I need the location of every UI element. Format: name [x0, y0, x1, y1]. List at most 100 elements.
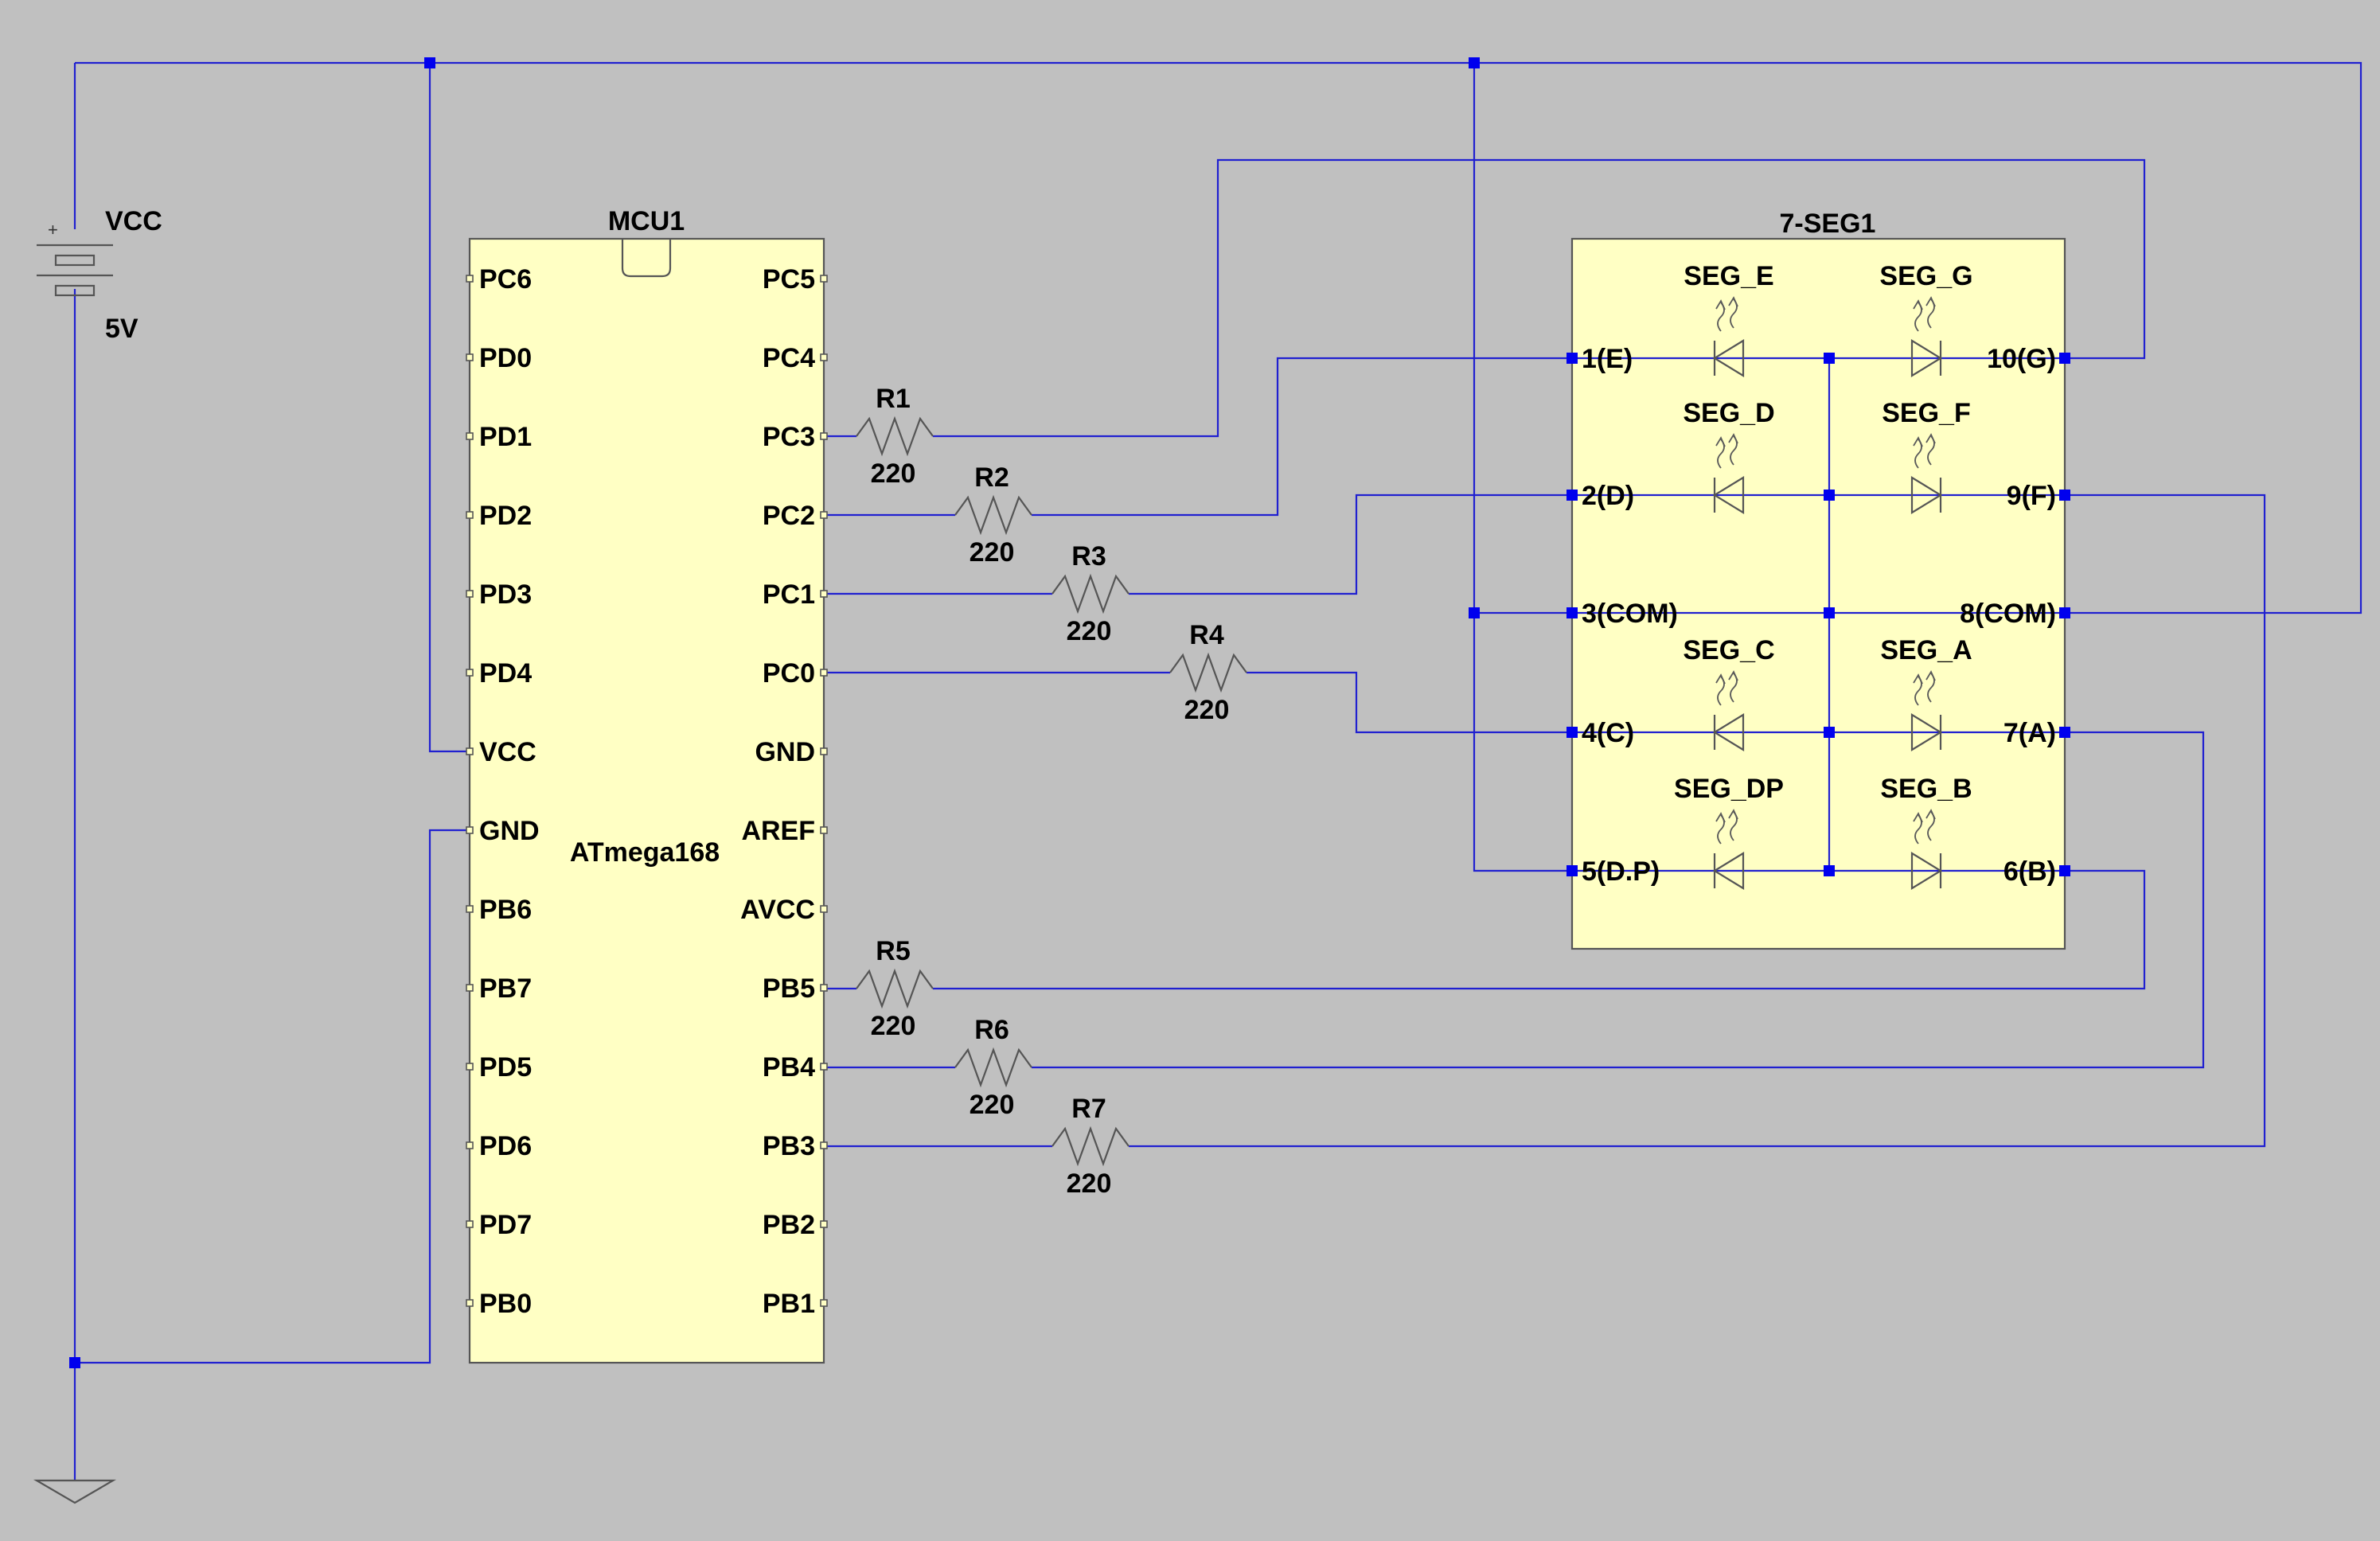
display-pin-label-6-b: 6(B) — [2003, 856, 2056, 887]
light-emission-icon — [1715, 670, 1738, 706]
led-icon[interactable] — [1910, 296, 1943, 377]
display-pin-label-8-com: 8(COM) — [1960, 599, 2056, 629]
led-icon[interactable] — [1910, 433, 1943, 514]
light-emission-icon — [1913, 296, 1936, 332]
resistor-name-label: R2 — [974, 462, 1009, 493]
mcu-pin-marker — [820, 590, 828, 598]
resistor-value-label: 220 — [970, 537, 1015, 568]
display-pin-marker — [1567, 727, 1578, 738]
segment-label-seg-e: SEG_E — [1684, 261, 1773, 291]
display-pin-marker — [2059, 865, 2070, 876]
mcu-pin-marker — [820, 511, 828, 519]
resistor-icon[interactable] — [954, 494, 1032, 536]
resistor-icon[interactable] — [1169, 652, 1247, 693]
display-pin-marker — [2059, 490, 2070, 501]
mcu-pin-marker — [820, 432, 828, 440]
display-pin-label-2-d: 2(D) — [1582, 481, 1634, 511]
segment-label-seg-g: SEG_G — [1879, 261, 1972, 291]
resistor-icon[interactable] — [954, 1047, 1032, 1088]
resistor-icon[interactable] — [1051, 573, 1130, 614]
mcu-chip[interactable] — [468, 237, 825, 1364]
resistor-name-label: R5 — [876, 936, 910, 966]
mcu-pin-label-pd6: PD6 — [479, 1131, 532, 1161]
led-icon[interactable] — [1910, 670, 1943, 751]
resistor-value-label: 220 — [871, 458, 916, 489]
net-r6-a-wire — [1032, 731, 2205, 1069]
vcc-rail-wire — [75, 61, 2362, 614]
display-pin-marker — [1567, 353, 1578, 364]
mcu-pin-marker — [820, 353, 828, 361]
resistor-icon[interactable] — [856, 415, 934, 457]
net-r1-g-wire — [933, 158, 2146, 438]
seven-segment-display[interactable] — [1570, 237, 2066, 950]
resistor-value-label: 220 — [871, 1011, 916, 1041]
mcu-pin-marker — [820, 1141, 828, 1149]
mcu-pin-marker — [466, 1141, 474, 1149]
mcu-pin-marker — [466, 984, 474, 992]
resistor-value-label: 220 — [1184, 695, 1230, 725]
mcu-pin-label-pd5: PD5 — [479, 1052, 532, 1083]
resistor-name-label: R7 — [1071, 1094, 1106, 1124]
display-pin-label-1-e: 1(E) — [1582, 344, 1633, 374]
mcu-pin-marker — [820, 905, 828, 913]
mcu-pin-label-pb7: PB7 — [479, 973, 532, 1004]
led-icon[interactable] — [1712, 670, 1745, 751]
display-internal-wires — [1572, 357, 2065, 872]
light-emission-icon — [1715, 433, 1738, 469]
segment-label-seg-dp: SEG_DP — [1674, 774, 1784, 804]
mcu-pin-marker — [466, 1220, 474, 1228]
display-pin-marker — [1567, 865, 1578, 876]
resistor-icon[interactable] — [856, 968, 934, 1009]
mcu-pin-label-pd2: PD2 — [479, 501, 532, 531]
mcu-left-pins: PC6PD0PD1PD2PD3PD4VCCGNDPB6PB7PD5PD6PD7P… — [466, 264, 540, 1319]
resistor-icon[interactable] — [1051, 1126, 1130, 1167]
com-bus-wire — [1473, 63, 1572, 872]
light-emission-icon — [1913, 809, 1936, 845]
mcu-pin-marker — [820, 826, 828, 834]
mcu-pin-label-pd3: PD3 — [479, 579, 532, 610]
led-icon[interactable] — [1712, 296, 1745, 377]
mcu-pin-marker — [820, 669, 828, 677]
mcu-pin-label-pb0: PB0 — [479, 1289, 532, 1319]
resistor-name-label: R3 — [1071, 541, 1106, 572]
net-r2-e-wire — [1032, 357, 1572, 517]
net-r7-f-wire — [1129, 494, 2266, 1148]
display-pin-marker — [2059, 727, 2070, 738]
segment-label-seg-f: SEG_F — [1882, 398, 1970, 428]
mcu-pin-marker — [820, 984, 828, 992]
resistor-name-label: R6 — [974, 1015, 1009, 1045]
mcu-pin-label-aref: AREF — [741, 816, 815, 846]
mcu-part-label: ATmega168 — [570, 837, 720, 868]
battery-icon[interactable]: + — [37, 220, 113, 297]
mcu-pin-marker — [466, 1299, 474, 1307]
mcu-right-pins: PC5PC4PC3PC2PC1PC0GNDAREFAVCCPB5PB4PB3PB… — [740, 264, 828, 1319]
mcu-pin-marker — [466, 432, 474, 440]
display-pin-label-10-g: 10(G) — [1987, 344, 2056, 374]
mcu-pin-label-pc4: PC4 — [763, 343, 815, 373]
light-emission-icon — [1913, 433, 1936, 469]
mcu-pin-label-gnd: GND — [755, 737, 815, 767]
display-pin-label-5-d-p: 5(D.P) — [1582, 856, 1660, 887]
led-icon[interactable] — [1712, 433, 1745, 514]
mcu-pin-label-pb2: PB2 — [763, 1210, 815, 1240]
mcu-pin-label-pb3: PB3 — [763, 1131, 815, 1161]
mcu-pin-marker — [820, 1299, 828, 1307]
mcu-pin-label-pb1: PB1 — [763, 1289, 815, 1319]
junctions — [69, 57, 1835, 1368]
segment-label-seg-b: SEG_B — [1880, 774, 1972, 804]
mcu-vcc-wire — [428, 63, 470, 753]
wires — [73, 61, 2362, 1481]
display-pin-marker — [2059, 353, 2070, 364]
net-r3-d-wire — [1129, 494, 1572, 595]
mcu-pin-label-avcc: AVCC — [740, 895, 815, 925]
battery-plus-label: + — [48, 220, 58, 240]
mcu-pin-marker — [466, 669, 474, 677]
mcu-pin-label-pd0: PD0 — [479, 343, 532, 373]
resistor-name-label: R4 — [1189, 620, 1224, 650]
mcu-pin-label-vcc: VCC — [479, 737, 536, 767]
light-emission-icon — [1913, 670, 1936, 706]
net-r4-c-wire — [1247, 671, 1572, 734]
led-icon[interactable] — [1712, 809, 1745, 890]
led-icon[interactable] — [1910, 809, 1943, 890]
